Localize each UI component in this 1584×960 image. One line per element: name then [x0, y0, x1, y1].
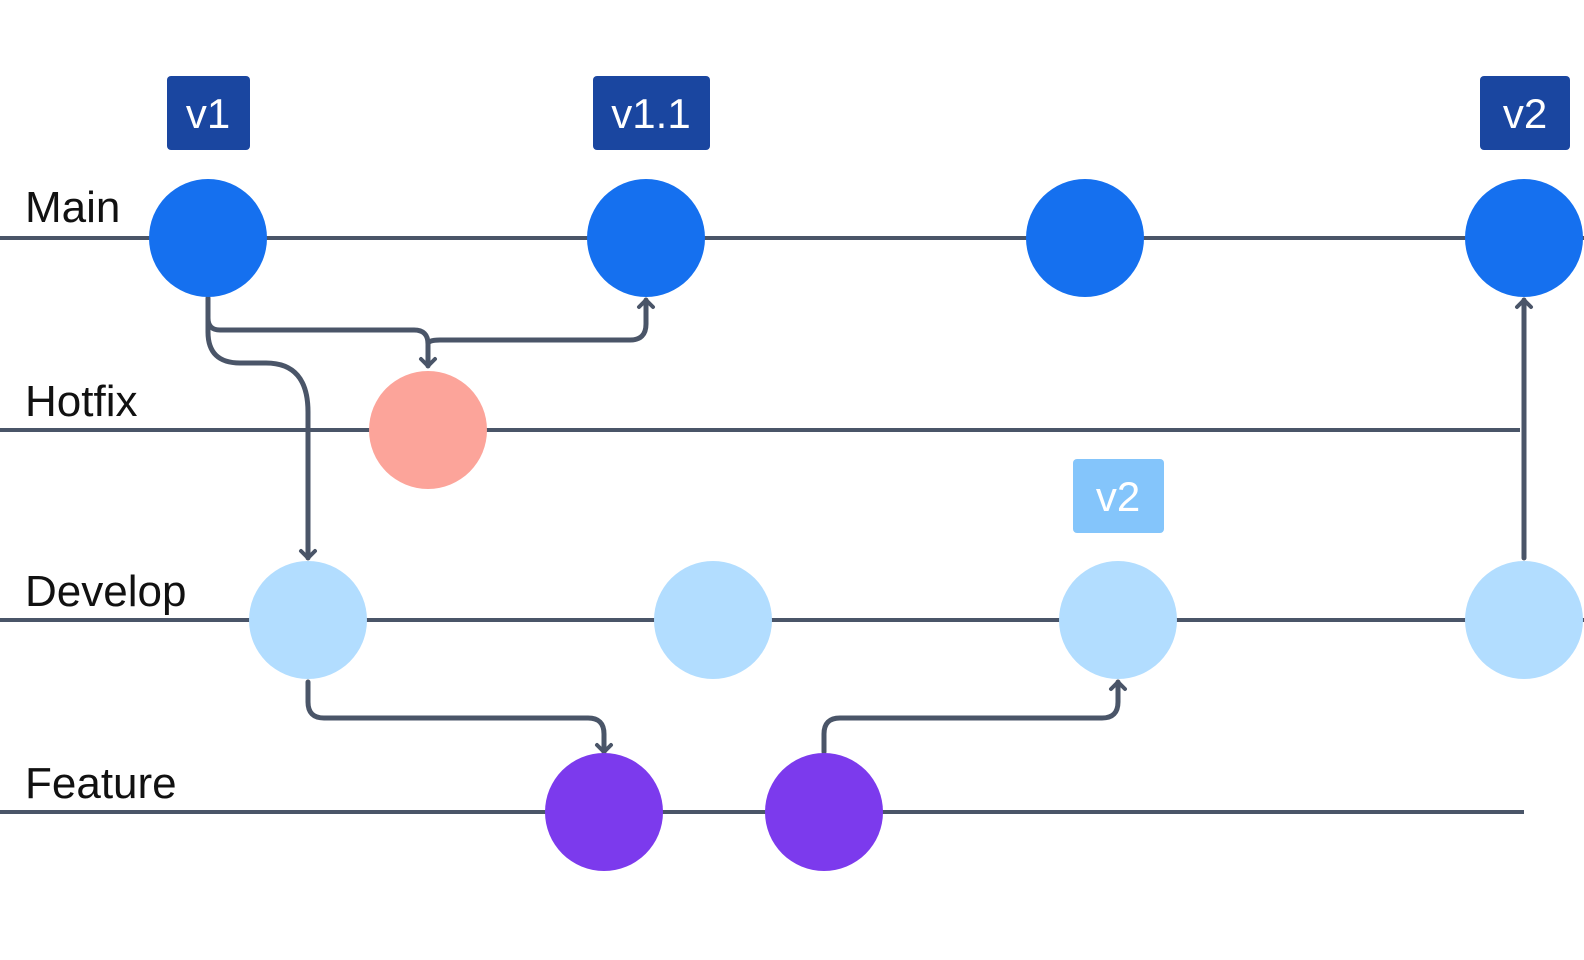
tag-v1-1-label: v1.1 — [611, 90, 690, 137]
lane-label-main: Main — [25, 183, 120, 232]
tag-v1-1: v1.1 — [593, 76, 710, 150]
commit-develop-v2 — [1059, 561, 1177, 679]
tag-v1: v1 — [167, 76, 250, 150]
tag-v1-label: v1 — [186, 90, 230, 137]
commit-develop-2 — [654, 561, 772, 679]
commit-main-v1 — [149, 179, 267, 297]
commit-develop-4 — [1465, 561, 1583, 679]
tag-v2-main-label: v2 — [1503, 90, 1547, 137]
tag-v2-develop-label: v2 — [1096, 473, 1140, 520]
tag-v2-develop-box — [1073, 459, 1164, 533]
commit-main-v1-1 — [587, 179, 705, 297]
commit-develop-1 — [249, 561, 367, 679]
flow-main-to-develop — [205, 315, 317, 561]
flow-develop-to-feature — [305, 679, 613, 755]
lane-label-hotfix: Hotfix — [25, 377, 137, 426]
lane-label-develop: Develop — [25, 567, 186, 616]
commit-hotfix — [369, 371, 487, 489]
flow-feature-to-develop — [821, 679, 1127, 755]
commit-main-3 — [1026, 179, 1144, 297]
tag-v2-develop: v2 — [1073, 459, 1164, 533]
commit-main-v2 — [1465, 179, 1583, 297]
tag-v1-box — [167, 76, 250, 150]
tag-v1-1-box — [593, 76, 710, 150]
commit-feature-1 — [545, 753, 663, 871]
flow-hotfix-to-main — [425, 297, 655, 347]
commit-feature-2 — [765, 753, 883, 871]
tag-v2-main: v2 — [1480, 76, 1570, 150]
lane-label-feature: Feature — [25, 759, 177, 808]
flow-main-to-hotfix — [205, 295, 437, 369]
tag-v2-main-box — [1480, 76, 1570, 150]
